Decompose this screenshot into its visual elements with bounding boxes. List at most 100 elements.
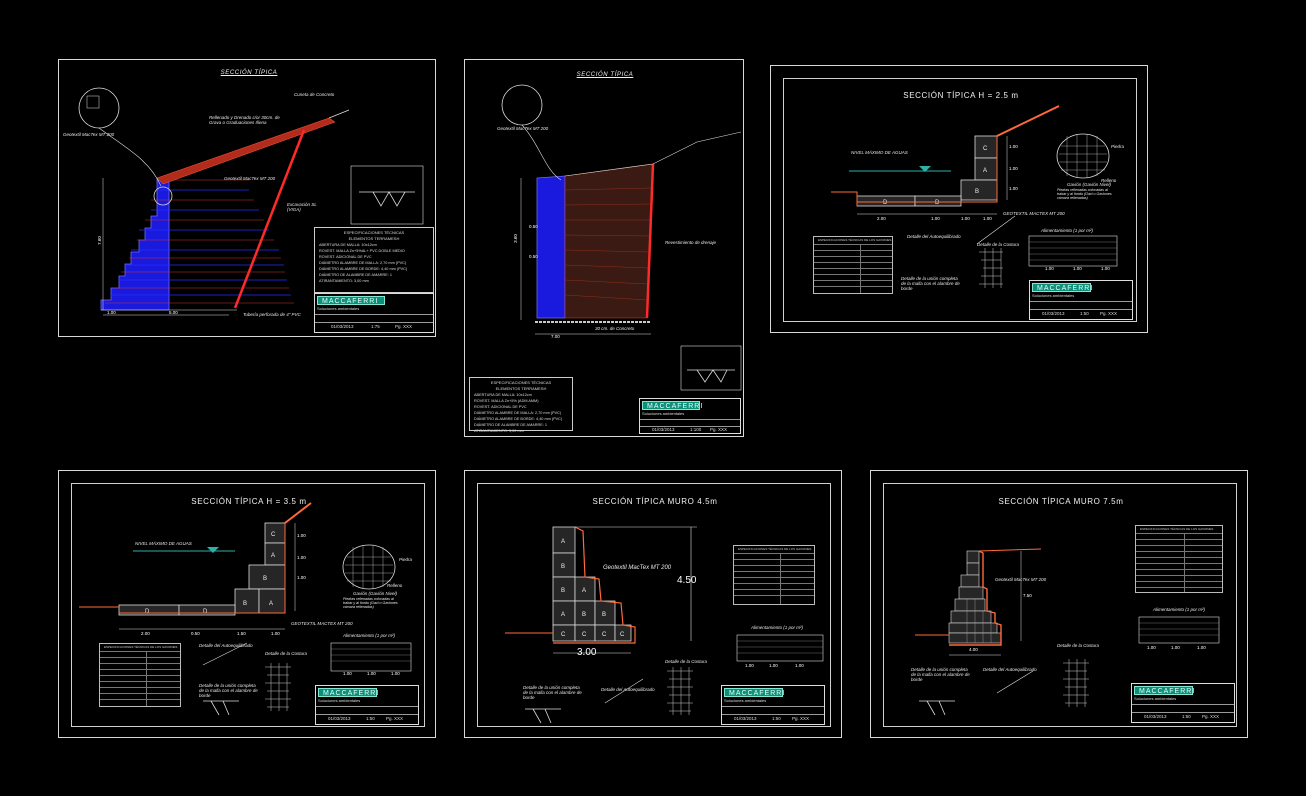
sheet-title: SECCIÓN TÍPICA	[576, 72, 634, 78]
svg-text:A: A	[271, 553, 275, 559]
dim-a: 0.50	[529, 224, 538, 229]
dim-height: 4.50	[677, 575, 697, 586]
label-excavacion: Excavación SL (VIGA)	[287, 202, 317, 212]
brand-logo: MACCAFERRI	[1032, 283, 1092, 292]
svg-text:C: C	[602, 632, 607, 638]
label-geotextil: GEOTEXTIL MACTEX MT 200	[291, 621, 353, 626]
label-detalle-union: Detalle de la unión completa de la malla…	[199, 683, 258, 698]
label-detalle-auto: Detalle del Autoequilibrado	[907, 234, 961, 239]
svg-text:C: C	[582, 632, 587, 638]
label-geotextil: Geotextil MacTex MT 200	[995, 577, 1047, 582]
label-piedra: Piedra	[399, 557, 413, 562]
label-relleno: Relleno	[387, 583, 403, 588]
svg-text:B: B	[602, 612, 606, 618]
svg-text:C: C	[620, 632, 625, 638]
label-detalle-auto: Detalle del Autoequilibrado	[601, 687, 655, 692]
title-block: MACCAFERRI Soluciones ambientales 01/03/…	[721, 685, 825, 725]
label-detalle-costura: Detalle de la Costura	[265, 651, 308, 656]
label-detalle-union: Detalle de la unión completa de la malla…	[901, 276, 960, 291]
dim-base: 4.00	[969, 647, 978, 652]
gabion-specs-table: ESPECIFICACIONES TÉCNICAS DE LOS GAVIONE…	[1135, 525, 1223, 593]
title-block: MACCAFERRI Soluciones ambientales 01/03/…	[1131, 683, 1235, 723]
dim-height: 7.50	[1023, 593, 1032, 598]
brand-logo: MACCAFERRI	[318, 688, 378, 697]
terramesh-wall-drawing	[501, 84, 742, 391]
label-aliment: Alimentamiento (1 por m²)	[751, 625, 804, 630]
label-detalle-costura: Detalle de la Costura	[1057, 643, 1100, 648]
brand-logo: MACCAFERRI	[642, 401, 702, 410]
svg-text:C: C	[561, 632, 566, 638]
dim-b1: 1.00	[107, 310, 116, 315]
label-geotextil: Geotextil MacTex MT 200	[497, 126, 549, 131]
svg-text:B: B	[561, 588, 565, 594]
sheet-muro-7-5[interactable]: SECCIÓN TÍPICA MURO 7.5m Geotextil MacTe…	[870, 470, 1248, 738]
label-geotextil: Geotextil MacTex MT 200	[603, 565, 672, 571]
label-gavion: Gavión (Gavión Nivel)	[353, 591, 398, 596]
label-concreto: 30 cm. de Concreto	[595, 326, 635, 331]
label-aliment: Alimentamiento (1 por m²)	[1153, 607, 1206, 612]
svg-text:D: D	[935, 200, 940, 206]
gabion-specs-table: ESPECIFICACIONES TÉCNICAS DE LOS GAVIONE…	[733, 545, 815, 605]
label-cuneta: Cuneta de Concreto	[294, 92, 335, 97]
dim-height: 7.60	[96, 236, 102, 245]
label-aliment: Alimentamiento (1 por m²)	[1041, 228, 1094, 233]
sheet-title: SECCIÓN TÍPICA H = 3.5 m	[191, 497, 307, 506]
specs-panel: ESPECIFICACIONES TÉCNICAS ELEMENTOS TERR…	[469, 377, 573, 433]
terramesh-wall-drawing	[78, 87, 424, 316]
sheet-title: SECCIÓN TÍPICA MURO 4.5m	[592, 497, 718, 506]
label-geotextil-2: Geotextil MacTex MT 200	[224, 176, 276, 181]
svg-text:C: C	[983, 146, 988, 152]
label-detalle-union: Detalle de la unión completa de la malla…	[911, 667, 970, 682]
label-detalle-auto: Detalle del Autoequilibrado	[199, 643, 253, 648]
title-block: MACCAFERRI Soluciones ambientales 01/03/…	[315, 685, 419, 725]
svg-text:B: B	[561, 564, 565, 570]
gabion-specs-table: ESPECIFICACIONES TÉCNICAS DE LOS GAVIONE…	[99, 643, 181, 707]
svg-text:A: A	[983, 168, 987, 174]
brand-logo: MACCAFERRI	[724, 688, 784, 697]
dim-height: 3.60	[512, 234, 518, 243]
label-aliment: Alimentamiento (1 por m²)	[343, 633, 396, 638]
svg-text:B: B	[263, 576, 267, 582]
svg-text:D: D	[883, 200, 888, 206]
brand-logo: MACCAFERRI	[1134, 686, 1194, 695]
gabion-wall-drawing: C A B B A D D	[79, 502, 412, 716]
svg-text:D: D	[145, 609, 150, 615]
sheet-seccion-tipica-1[interactable]: SECCIÓN TÍPICA	[58, 59, 436, 337]
dim-b2: 5.00	[169, 310, 178, 315]
svg-text:A: A	[582, 588, 586, 594]
svg-text:B: B	[243, 601, 247, 607]
label-relleno: Relleno	[1101, 178, 1117, 183]
dim-b: 0.50	[529, 254, 538, 259]
label-nivel: NIVEL MÁXIMO DE AGUAS	[135, 541, 192, 546]
svg-text:A: A	[561, 539, 565, 545]
label-detalle-auto: Detalle del Autoequilibrado	[983, 667, 1037, 672]
label-nota: Piedras rellenadas colocadas al trabar y…	[343, 597, 398, 609]
label-detalle-union: Detalle de la unión completa de la malla…	[523, 685, 582, 700]
label-detalle-costura: Detalle de la Costura	[665, 659, 708, 664]
label-rellenado: Rellenado y Drenado c/or 30cm. de Grava …	[209, 115, 280, 125]
sheet-seccion-tipica-2[interactable]: SECCIÓN TÍPICA Geotextil MacTex MT 200 R…	[464, 59, 744, 437]
svg-text:D: D	[203, 609, 208, 615]
sheet-title: SECCIÓN TÍPICA MURO 7.5m	[998, 497, 1124, 506]
label-geotextil: Geotextil MacTex MT 200	[63, 132, 115, 137]
title-block: MACCAFERRI Soluciones ambientales 01/03/…	[314, 293, 434, 333]
brand-logo: MACCAFERRI	[317, 296, 386, 305]
gabion-wall-drawing: A B B A A B B C C C C	[505, 526, 824, 724]
svg-text:A: A	[561, 612, 565, 618]
gabion-wall-drawing: C A B D D	[831, 105, 1118, 288]
label-detalle-costura: Detalle de la Costura	[977, 242, 1020, 247]
svg-text:B: B	[975, 189, 979, 195]
svg-text:B: B	[582, 612, 586, 618]
dim-base: 7.00	[551, 334, 560, 339]
label-geotextil: GEOTEXTIL MACTEX MT 200	[1003, 211, 1065, 216]
svg-text:A: A	[269, 601, 273, 607]
label-revestimiento: Revestimiento de drenaje	[665, 240, 717, 245]
label-gavion: Gavión (Gavión Nivel)	[1067, 182, 1112, 187]
svg-text:C: C	[271, 532, 276, 538]
sheet-title: SECCIÓN TÍPICA	[220, 70, 278, 76]
specs-panel: ESPECIFICACIONES TÉCNICAS ELEMENTOS TERR…	[314, 227, 434, 293]
label-piedra: Piedra	[1111, 144, 1125, 149]
